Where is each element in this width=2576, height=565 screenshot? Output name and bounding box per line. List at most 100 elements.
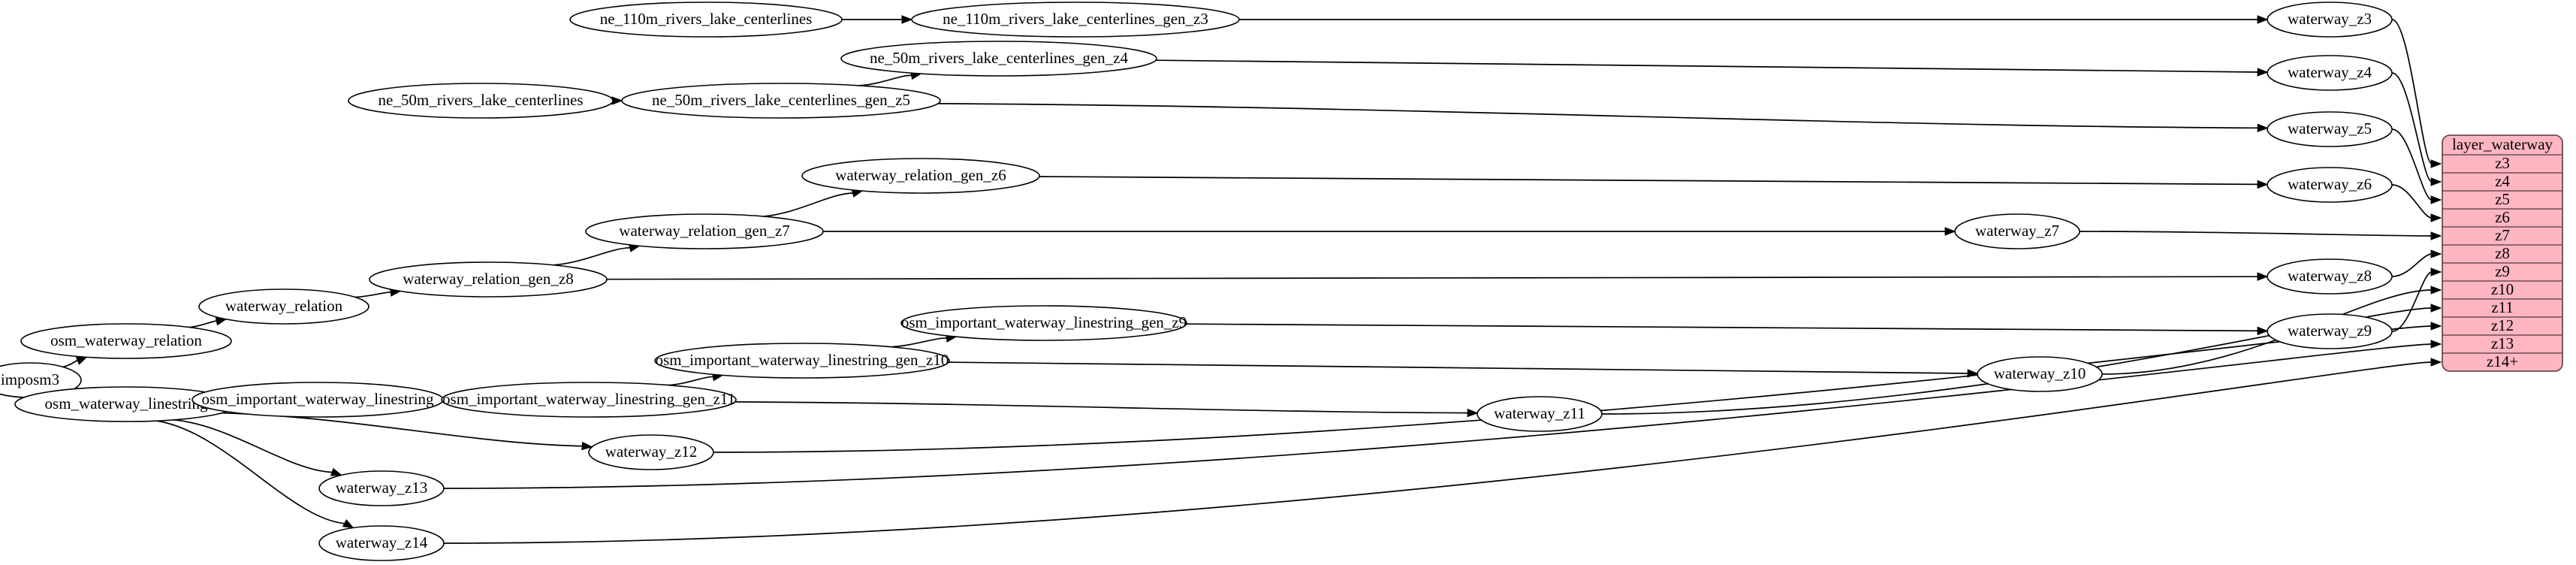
node-waterway_relation_gen_z6[interactable]: waterway_relation_gen_z6	[801, 158, 1040, 194]
arrowhead	[2430, 358, 2442, 367]
node-osm_important_waterway_linestring_gen_z9[interactable]: osm_important_waterway_linestring_gen_z9	[900, 305, 1187, 341]
node-waterway_z5[interactable]: waterway_z5	[2267, 111, 2393, 147]
arrowhead	[1944, 227, 1956, 236]
arrowhead	[2430, 249, 2442, 258]
edge-waterway_relation_gen_z7-to-waterway_relation_gen_z6	[762, 192, 854, 217]
node-waterway_z11[interactable]: waterway_z11	[1477, 396, 1603, 432]
arrowhead	[75, 356, 88, 365]
table-row-label: z5	[2495, 190, 2510, 208]
arrowhead	[2430, 267, 2442, 276]
table-row-z10[interactable]: z10	[2442, 280, 2562, 298]
table-row-z8[interactable]: z8	[2442, 244, 2562, 262]
node-shape	[621, 83, 941, 119]
node-osm_important_waterway_linestring[interactable]: osm_important_waterway_linestring	[192, 382, 444, 418]
arrowhead	[581, 441, 593, 451]
node-shape	[318, 525, 445, 561]
node-shape	[2267, 167, 2393, 203]
node-waterway_relation[interactable]: waterway_relation	[198, 289, 370, 325]
edge-waterway_relation_gen_z8-to-waterway_z8	[606, 276, 2259, 280]
node-ne_50m_rivers_lake_centerlines[interactable]: ne_50m_rivers_lake_centerlines	[348, 83, 614, 119]
node-ne_110m_rivers_lake_centerlines_gen_z3[interactable]: ne_110m_rivers_lake_centerlines_gen_z3	[911, 2, 1240, 38]
edge-osm_important_waterway_linestring_gen_z11-to-osm_important_waterway_linestring_gen_z10	[668, 376, 714, 386]
node-waterway_z10[interactable]: waterway_z10	[1977, 356, 2103, 392]
node-osm_waterway_linestring[interactable]: osm_waterway_linestring	[14, 386, 238, 422]
edges-layer	[62, 15, 2442, 544]
node-waterway_relation_gen_z8[interactable]: waterway_relation_gen_z8	[369, 261, 608, 298]
node-waterway_z7[interactable]: waterway_z7	[1954, 213, 2080, 249]
node-label: waterway_z10	[1994, 364, 2086, 382]
node-shape	[348, 83, 614, 119]
table-row-z3[interactable]: z3	[2442, 154, 2562, 172]
node-shape	[1477, 396, 1603, 432]
node-waterway_z3[interactable]: waterway_z3	[2267, 2, 2393, 38]
node-ne_110m_rivers_lake_centerlines[interactable]: ne_110m_rivers_lake_centerlines	[569, 2, 843, 38]
edge-waterway_z3-to-layer_waterway.z3	[2391, 19, 2433, 165]
arrowhead	[2430, 231, 2442, 240]
arrowhead	[2257, 180, 2269, 189]
node-label: osm_important_waterway_linestring	[201, 390, 434, 408]
node-label: waterway_z13	[336, 479, 427, 497]
table-row-z9[interactable]: z9	[2442, 262, 2562, 280]
node-label: waterway_relation_gen_z7	[619, 222, 789, 240]
arrowhead	[2430, 159, 2442, 168]
edge-osm_important_waterway_linestring_gen_z9-to-waterway_z9	[1186, 323, 2259, 332]
node-shape	[911, 2, 1240, 38]
node-label: waterway_z14	[336, 533, 428, 551]
node-label: waterway_relation	[225, 297, 343, 315]
node-shape	[198, 289, 370, 325]
edge-osm_waterway_linestring-to-waterway_z14	[156, 420, 345, 524]
table-row-label: z3	[2495, 154, 2510, 172]
node-shape	[369, 261, 608, 298]
node-shape	[1977, 356, 2103, 392]
node-waterway_z8[interactable]: waterway_z8	[2267, 258, 2393, 295]
node-waterway_z6[interactable]: waterway_z6	[2267, 167, 2393, 203]
arrowhead	[1467, 408, 1479, 418]
node-waterway_z4[interactable]: waterway_z4	[2267, 55, 2393, 91]
node-waterway_z12[interactable]: waterway_z12	[588, 434, 714, 470]
node-ne_50m_rivers_lake_centerlines_gen_z4[interactable]: ne_50m_rivers_lake_centerlines_gen_z4	[840, 41, 1157, 77]
table-row-label: z11	[2491, 298, 2514, 316]
arrowhead	[2257, 326, 2269, 336]
node-shape	[900, 305, 1187, 341]
edge-waterway_z13-to-layer_waterway.z13	[443, 343, 2433, 489]
node-shape	[2267, 111, 2393, 147]
node-label: waterway_z12	[605, 443, 697, 461]
edge-osm_waterway_linestring-to-waterway_z12	[222, 412, 584, 447]
node-shape	[585, 213, 824, 249]
node-ne_50m_rivers_lake_centerlines_gen_z5[interactable]: ne_50m_rivers_lake_centerlines_gen_z5	[621, 83, 941, 119]
node-waterway_relation_gen_z7[interactable]: waterway_relation_gen_z7	[585, 213, 824, 249]
arrowhead	[2257, 123, 2269, 132]
arrowhead	[342, 519, 354, 529]
node-waterway_z9[interactable]: waterway_z9	[2267, 313, 2393, 349]
node-shape	[569, 2, 843, 38]
table-row-z4[interactable]: z4	[2442, 172, 2562, 190]
node-osm_important_waterway_linestring_gen_z11[interactable]: osm_important_waterway_linestring_gen_z1…	[441, 382, 737, 418]
arrowhead	[2430, 340, 2442, 349]
edge-waterway_relation-to-waterway_relation_gen_z8	[354, 292, 392, 298]
table-row-z6[interactable]: z6	[2442, 208, 2562, 226]
edge-ne_50m_rivers_lake_centerlines_gen_z4-to-waterway_z4	[1155, 59, 2259, 73]
node-label: ne_50m_rivers_lake_centerlines_gen_z4	[870, 49, 1129, 67]
node-waterway_z13[interactable]: waterway_z13	[318, 470, 445, 506]
table-row-z14p[interactable]: z14+	[2442, 352, 2562, 370]
table-row-z5[interactable]: z5	[2442, 190, 2562, 208]
table-row-z12[interactable]: z12	[2442, 316, 2562, 334]
edge-waterway_z11-to-layer_waterway.z11	[1601, 307, 2433, 415]
node-label: waterway_relation_gen_z6	[835, 166, 1006, 184]
arrowhead	[330, 467, 342, 476]
edge-waterway_z9-to-layer_waterway.z9	[2391, 271, 2433, 332]
arrowhead	[2430, 304, 2442, 313]
table-row-z13[interactable]: z13	[2442, 334, 2562, 352]
node-waterway_z14[interactable]: waterway_z14	[318, 525, 445, 561]
node-shape	[2267, 2, 2393, 38]
node-label: waterway_relation_gen_z8	[403, 270, 573, 288]
table-title: layer_waterway	[2452, 135, 2553, 153]
table-row-z7[interactable]: z7	[2442, 226, 2562, 244]
node-osm_important_waterway_linestring_gen_z10[interactable]: osm_important_waterway_linestring_gen_z1…	[654, 343, 950, 379]
node-osm_waterway_relation[interactable]: osm_waterway_relation	[20, 323, 232, 359]
node-shape	[801, 158, 1040, 194]
table-row-z11[interactable]: z11	[2442, 298, 2562, 316]
node-imposm3[interactable]: imposm3	[0, 362, 82, 398]
node-shape	[2267, 313, 2393, 349]
